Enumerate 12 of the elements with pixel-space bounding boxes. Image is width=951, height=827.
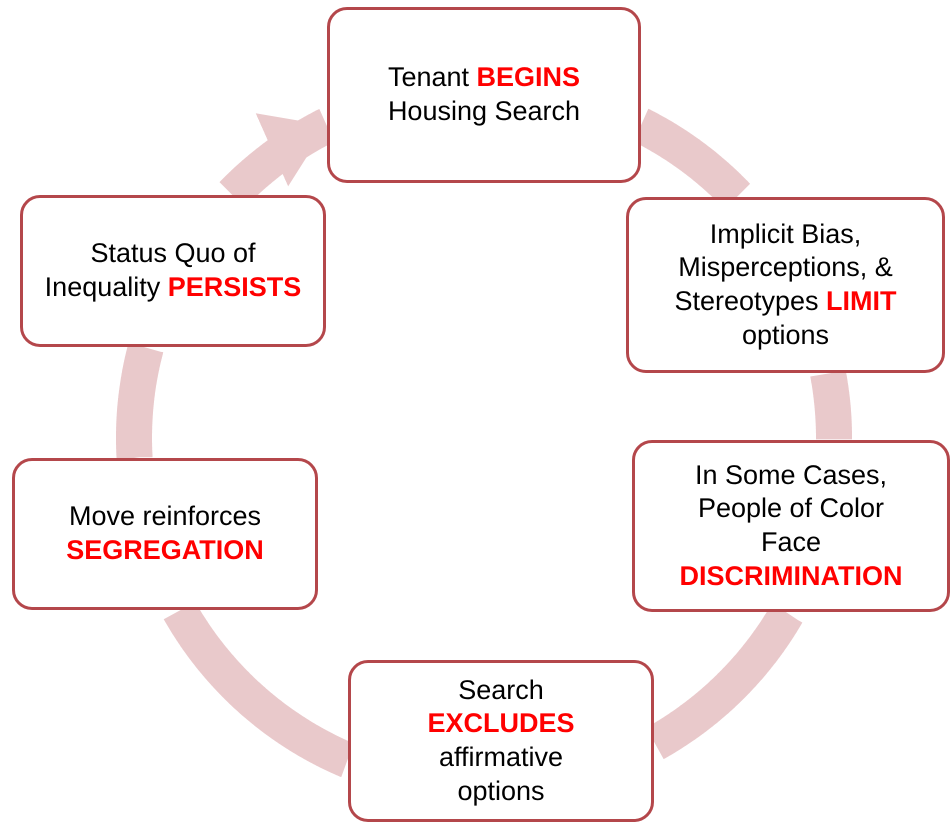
process-box [20,195,326,347]
step-text: Tenant BEGINS Housing Search [386,61,582,128]
step-text: Implicit Bias, Misperceptions, & Stereotypes LIMIT options [673,218,898,352]
step-text: Move reinforces SEGREGATION [65,500,265,567]
process-box [632,440,950,612]
process-box [12,458,318,610]
step-text: In Some Cases, People of Color Face DISCRIMINATION [678,458,904,593]
process-box [626,197,945,373]
step-text: Status Quo of Inequality PERSISTS [44,237,302,304]
process-box [327,7,641,183]
step-text: Search EXCLUDES affirmative options [426,674,576,808]
process-box [348,660,654,822]
